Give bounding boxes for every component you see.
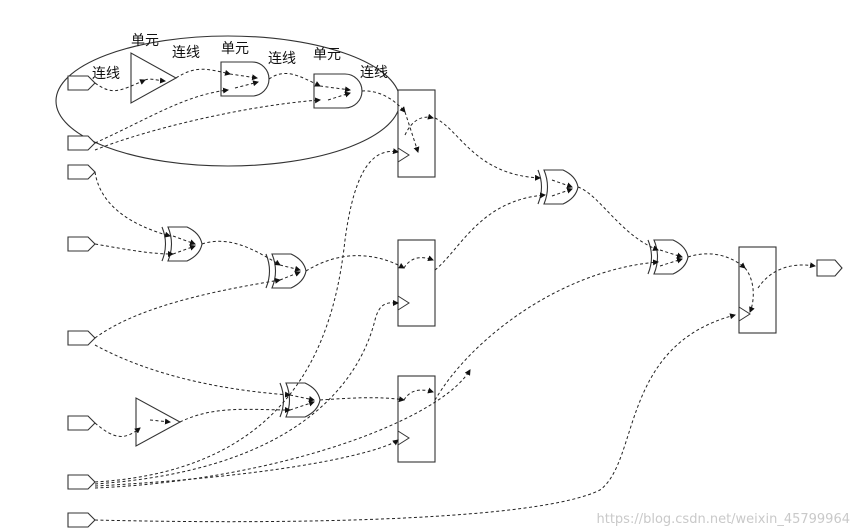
label-wire-3: 连线 bbox=[268, 51, 296, 67]
and-gate-2 bbox=[313, 73, 363, 109]
and-gate-1 bbox=[220, 61, 270, 97]
xor-gate-3 bbox=[279, 382, 321, 418]
input-port-6 bbox=[67, 415, 96, 431]
buffer-gate-bottom bbox=[135, 397, 182, 447]
xor-gate-2 bbox=[265, 253, 307, 289]
label-wire-1: 连线 bbox=[92, 66, 120, 82]
input-port-8 bbox=[67, 512, 96, 528]
label-wire-4: 连线 bbox=[360, 65, 388, 81]
input-port-2 bbox=[67, 135, 96, 151]
label-cell-1: 单元 bbox=[131, 33, 159, 49]
output-port bbox=[816, 259, 843, 277]
input-port-5 bbox=[67, 330, 96, 346]
input-port-7 bbox=[67, 474, 96, 490]
flip-flop-1 bbox=[397, 89, 436, 178]
watermark: https://blog.csdn.net/weixin_45799964 bbox=[596, 512, 850, 527]
input-ports bbox=[67, 75, 96, 528]
flip-flop-4 bbox=[738, 246, 777, 334]
flip-flop-3 bbox=[397, 375, 436, 463]
input-port-4 bbox=[67, 236, 96, 252]
buffer-gate-top bbox=[130, 52, 178, 104]
label-cell-3: 单元 bbox=[313, 47, 341, 63]
flip-flop-2 bbox=[397, 239, 436, 327]
xor-gate-4 bbox=[537, 169, 579, 205]
input-port-3 bbox=[67, 164, 96, 180]
label-cell-2: 单元 bbox=[221, 41, 249, 57]
input-port-1 bbox=[67, 75, 96, 91]
label-wire-2: 连线 bbox=[172, 45, 200, 61]
xor-gate-1 bbox=[161, 226, 203, 262]
timing-wires bbox=[94, 68, 816, 523]
